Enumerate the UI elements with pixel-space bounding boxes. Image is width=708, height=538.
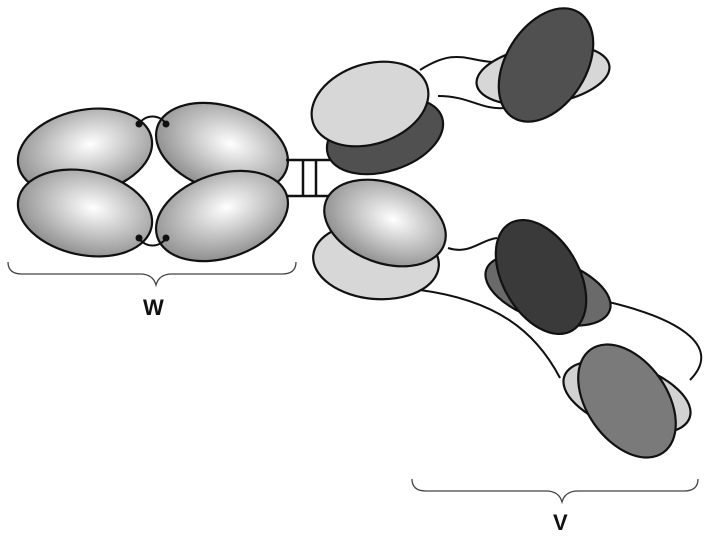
domain-lower-constant-shiny [323,178,447,268]
fc-domain-cluster [16,101,290,263]
domain-lower-variable-darkest [494,218,588,336]
hinge-region [286,158,330,198]
disulfide-dot [162,234,170,242]
disulfide-dot [162,120,170,128]
domain-distal-mid [577,343,677,459]
label-w: W [143,295,164,320]
label-v: V [553,510,568,535]
domain-upper-constant-light [310,60,430,148]
v-bracket [411,478,699,505]
upper-fab-arm [310,7,611,176]
domain-upper-variable-dark [497,7,595,123]
linker-lines [419,56,703,381]
domain-lower-left [16,168,154,258]
disulfide-dot [135,234,143,242]
disulfide-dot [135,120,143,128]
w-bracket [7,261,297,288]
lower-fab-arm [312,178,692,459]
